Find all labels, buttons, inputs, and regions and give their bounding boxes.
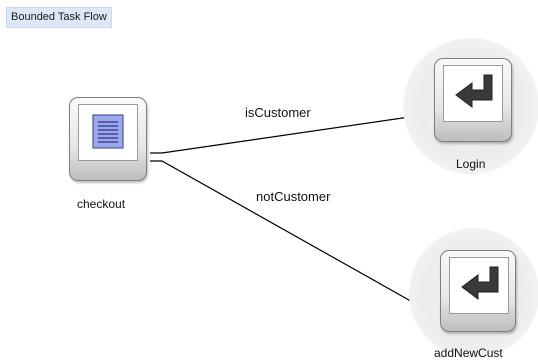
node-checkout[interactable] xyxy=(69,97,147,181)
flow-type-tag: Bounded Task Flow xyxy=(6,7,112,28)
edge-notCustomer[interactable] xyxy=(150,160,433,314)
node-label-addNewCust: addNewCust xyxy=(434,346,503,360)
node-addNewCust[interactable] xyxy=(440,250,516,332)
edge-label-notCustomer: notCustomer xyxy=(256,189,331,204)
node-label-checkout: checkout xyxy=(77,197,126,211)
return-arrow-icon xyxy=(461,266,499,300)
node-addNewCust-icon-frame xyxy=(449,257,509,314)
node-label-login: Login xyxy=(456,157,486,171)
node-login[interactable] xyxy=(434,58,512,142)
edge-isCustomer[interactable] xyxy=(150,110,431,154)
node-checkout-icon-frame xyxy=(78,104,138,161)
edge-label-isCustomer: isCustomer xyxy=(245,105,311,120)
view-document-icon xyxy=(92,114,124,149)
return-arrow-icon xyxy=(455,74,493,108)
node-login-icon-frame xyxy=(443,65,503,122)
